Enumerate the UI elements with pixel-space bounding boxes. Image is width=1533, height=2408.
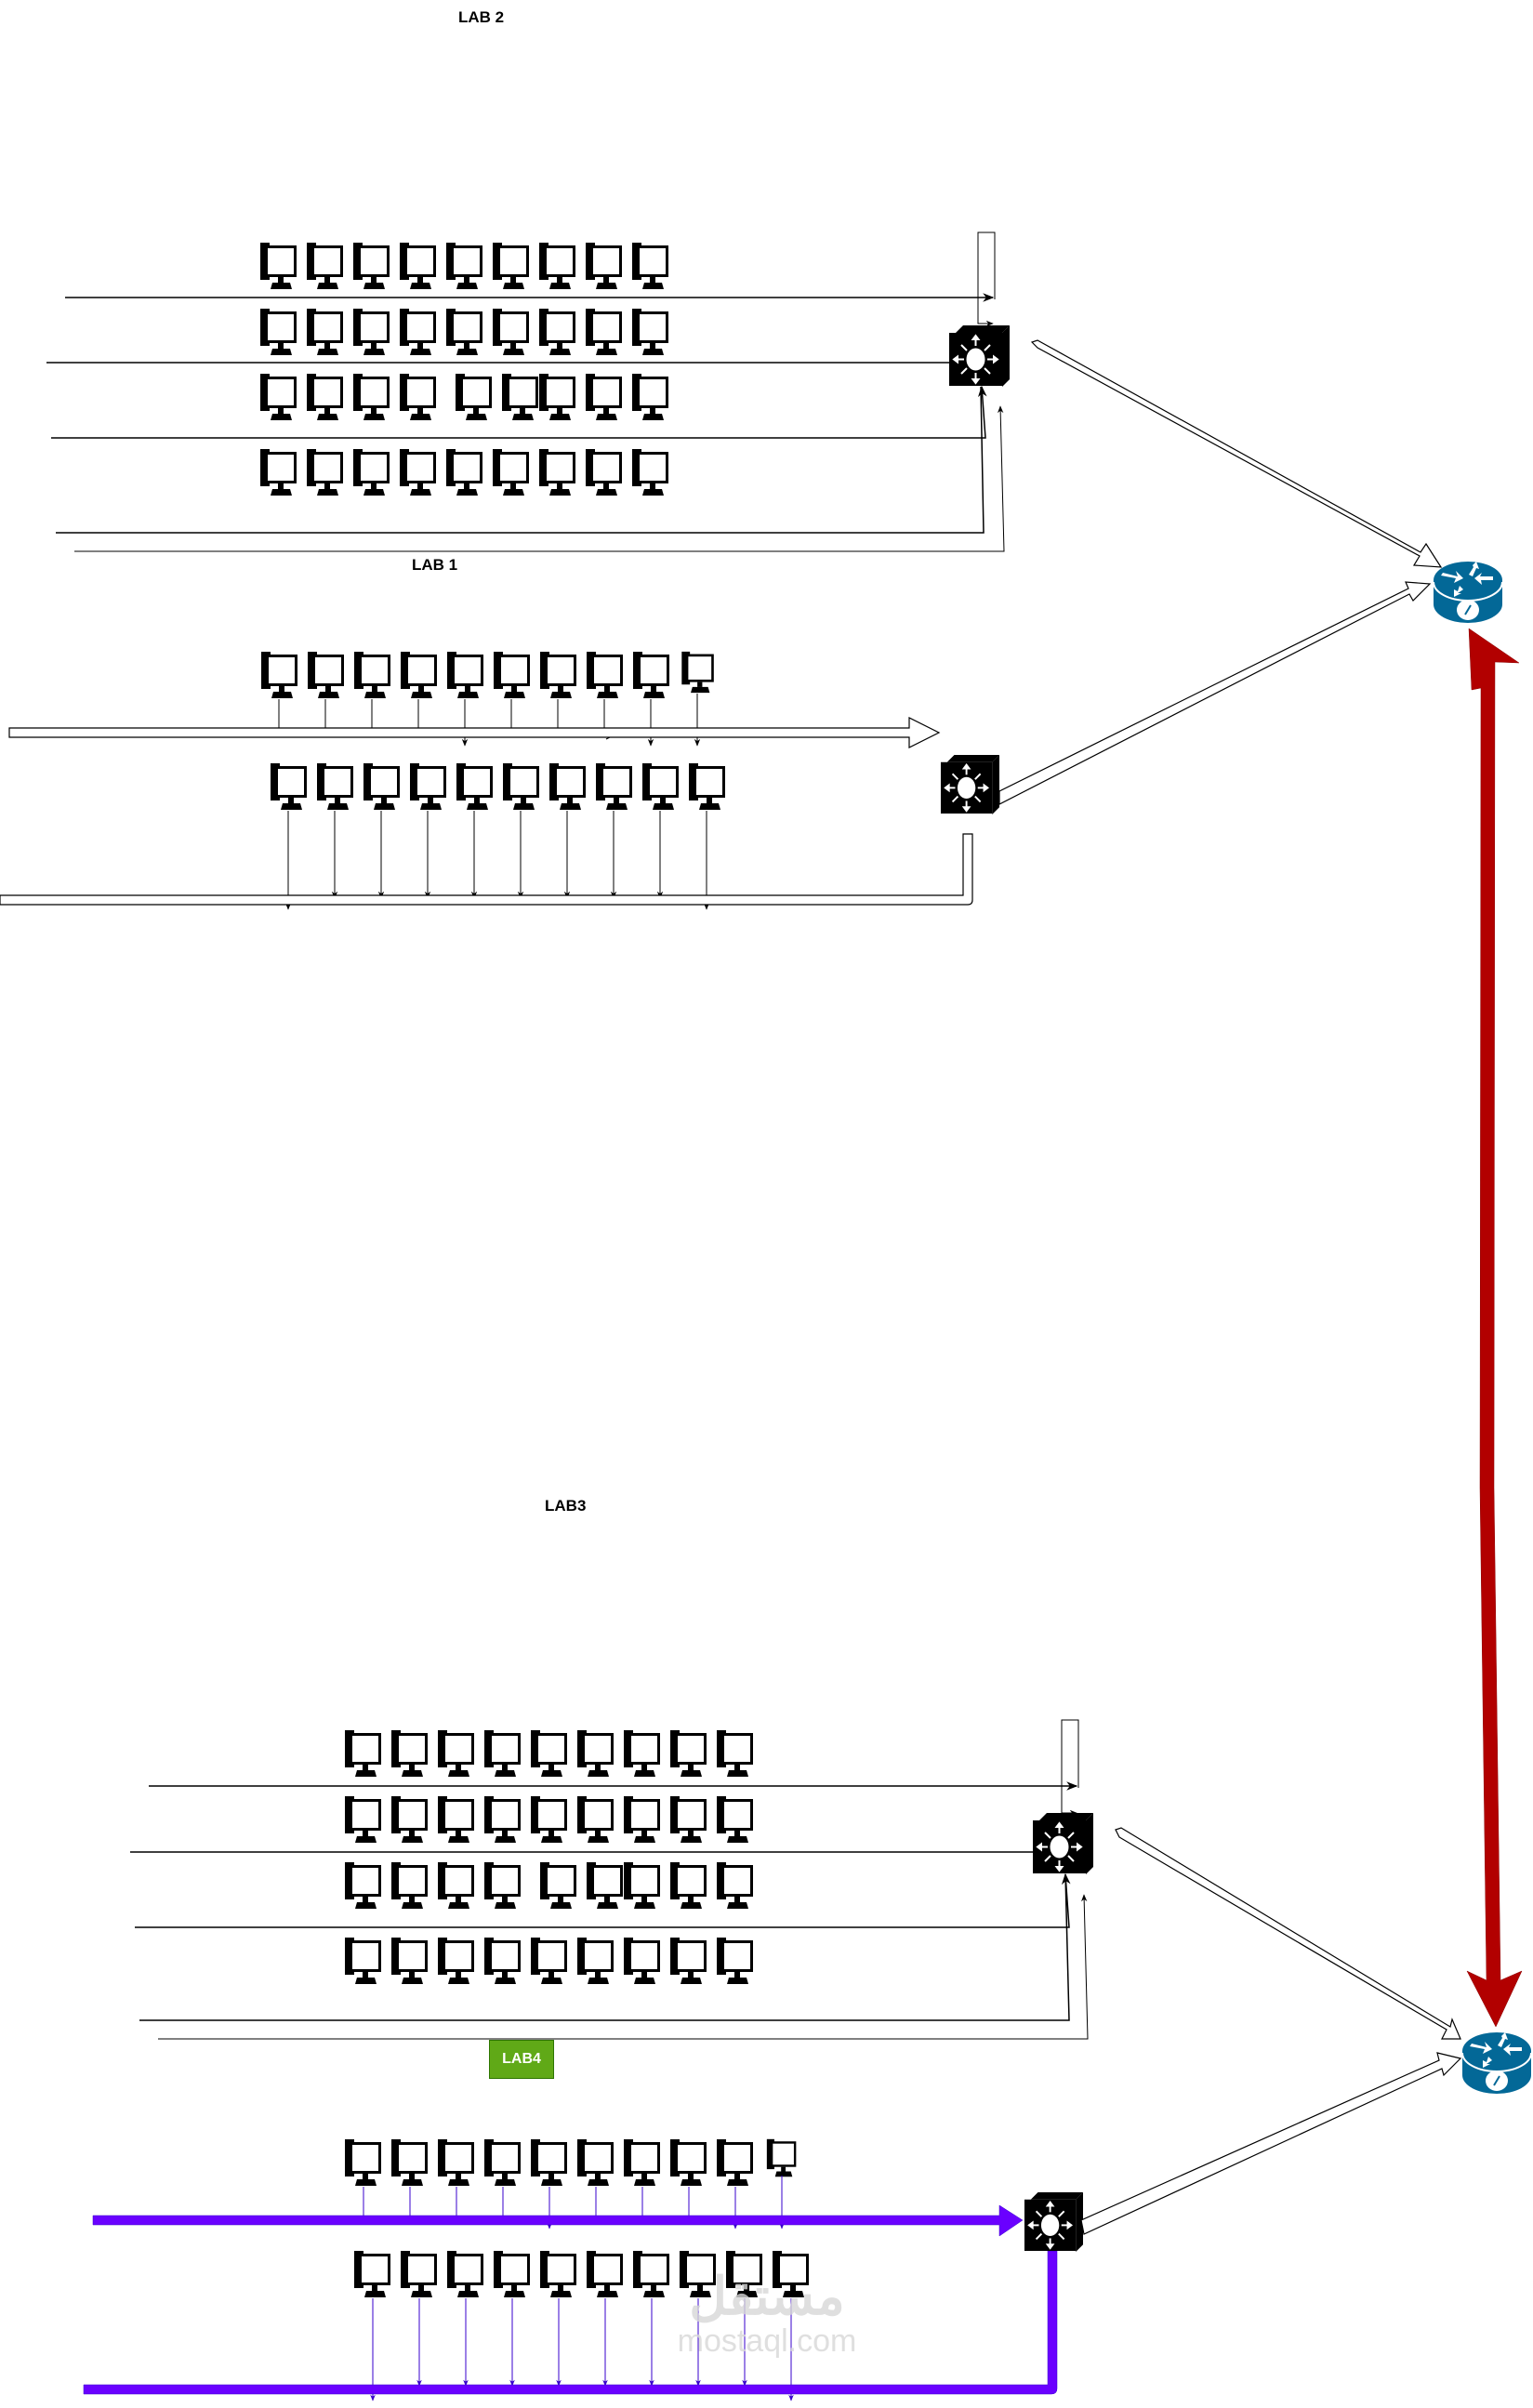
lab4-drops-row-2 <box>370 2298 794 2401</box>
lab3-pc-row-2 <box>345 1796 753 1843</box>
lab3-group <box>130 1719 1461 2040</box>
lab2-pc-row-1 <box>260 243 668 289</box>
lab4-title-badge: LAB4 <box>489 2040 554 2079</box>
lab3-switch[interactable] <box>1032 1813 1093 1874</box>
lab1-bus-1 <box>8 717 941 748</box>
lab3-pc-row-1 <box>345 1730 753 1777</box>
lab1-switch[interactable] <box>940 753 999 816</box>
lab4-pc-row-1 <box>345 2138 797 2186</box>
router-2[interactable] <box>1461 2031 1532 2095</box>
lab2-pc-row-3 <box>260 374 668 420</box>
lab1-title: LAB 1 <box>412 556 458 574</box>
lab2-uplink-arrow <box>1030 339 1443 568</box>
lab4-uplink-arrow <box>1080 2052 1462 2235</box>
lab3-pc-row-3 <box>345 1862 753 1909</box>
lab1-pc-row-1 <box>261 651 714 698</box>
router-1[interactable] <box>1433 561 1503 624</box>
lab4-group <box>83 2052 1462 2401</box>
lab4-switch[interactable] <box>1023 2192 1084 2252</box>
lab3-pc-row-4 <box>345 1938 753 1984</box>
lab1-uplink-arrow <box>998 581 1432 805</box>
lab1-pc-row-2 <box>271 763 725 810</box>
lab2-switch[interactable] <box>948 325 1010 387</box>
lab4-bus-1 <box>92 2204 1024 2237</box>
lab2-pc-row-4 <box>260 449 668 496</box>
inter-router-link[interactable] <box>1466 628 1523 2028</box>
lab3-title: LAB3 <box>545 1497 587 1515</box>
lab2-pc-row-2 <box>260 309 668 355</box>
lab1-group <box>0 581 1432 910</box>
lab2-group <box>46 232 1443 568</box>
lab1-bus-2 <box>0 833 973 906</box>
lab4-pc-row-2 <box>354 2251 809 2297</box>
lab3-uplink-arrow <box>1115 1827 1461 2040</box>
lab2-title: LAB 2 <box>458 8 505 26</box>
lab1-drops-row-2 <box>284 811 710 910</box>
